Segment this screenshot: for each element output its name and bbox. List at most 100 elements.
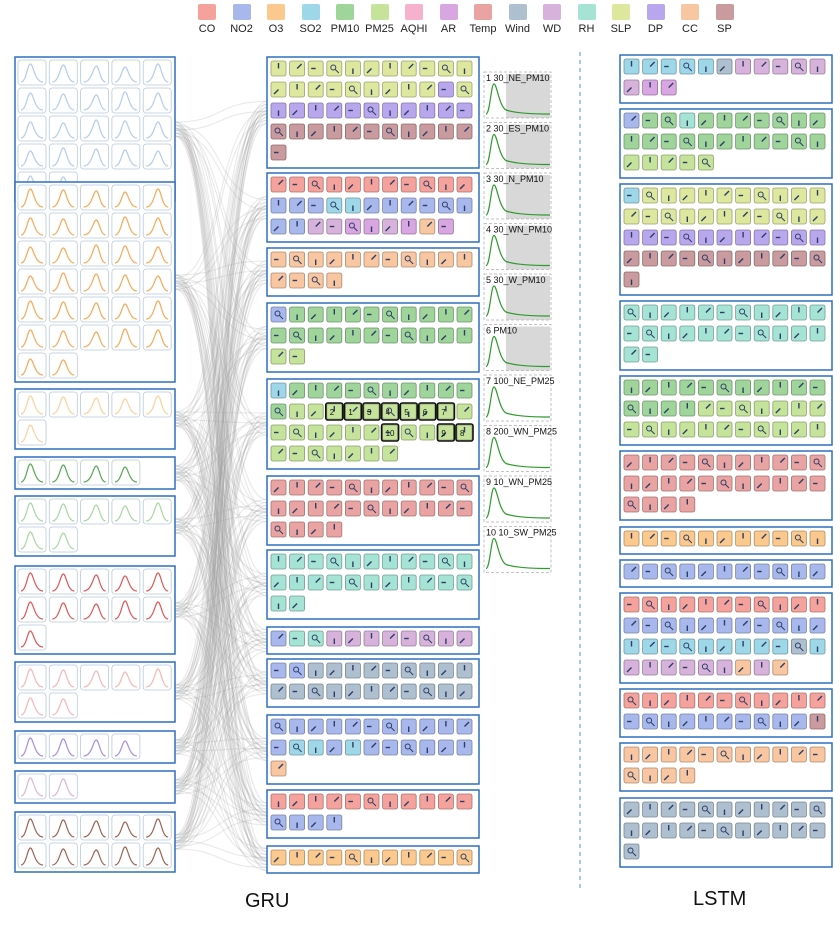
neuron-cell [344,81,361,98]
neuron-glyph [626,462,632,468]
neuron-cell [270,739,287,756]
neuron-square [809,250,826,267]
sparkline-curve [485,537,551,570]
neuron-cell [735,208,751,225]
cluster-link [174,787,268,826]
neuron-cell [772,638,789,655]
neuron-square [344,849,361,866]
neuron-cell [623,379,640,396]
legend-item-co[interactable]: CO [184,4,230,35]
neuron-cell [623,822,640,839]
legend-item-wind[interactable]: Wind [495,4,541,35]
neuron-cell [363,176,380,193]
legend-item-no2[interactable]: NO2 [219,4,265,35]
cluster-link [174,518,268,673]
legend-item-pm25[interactable]: PM25 [357,4,403,35]
legend-item-pm10[interactable]: PM10 [322,4,368,35]
neuron-cell [753,187,770,204]
distribution-cell [142,87,172,114]
neuron-glyph [367,386,374,393]
neuron-cell [307,814,324,831]
neuron-glyph [646,425,653,432]
cluster-link [174,468,268,816]
legend-item-wd[interactable]: WD [529,4,575,35]
neuron-glyph [367,106,374,113]
distribution-curve [114,398,138,415]
neuron-cell [623,454,640,471]
legend-item-aqhi[interactable]: AQHI [391,4,437,35]
neuron-cell [642,692,658,709]
cluster-link [174,746,268,787]
cluster-link [174,338,268,694]
sparkline: 4 30_WN_PM10 [483,223,552,270]
legend-item-rh[interactable]: RH [564,4,610,35]
distribution-cell [142,268,172,295]
neuron-cell [698,692,714,709]
cluster-link [174,112,268,467]
neuron-glyph [315,221,321,227]
neuron-cell [642,58,658,75]
neuron-cell [642,801,658,818]
neuron-cell [326,500,343,517]
neuron-cell [679,421,696,438]
legend-item-slp[interactable]: SLP [598,4,644,35]
cluster-link [174,124,268,637]
distribution-cell [48,814,78,841]
distribution-cell [17,87,47,114]
neuron-glyph [663,700,670,706]
neuron-cell [716,530,733,547]
cluster-link [174,684,268,700]
distribution-cell [17,733,47,760]
legend-item-temp[interactable]: Temp [460,4,506,35]
distribution-curve [83,739,106,757]
neuron-cell [437,327,454,344]
legend-label: CO [198,23,216,35]
neuron-cell [735,58,751,75]
legend-item-ar[interactable]: AR [426,4,472,35]
neuron-glyph [799,238,804,243]
neuron-cell [382,630,399,647]
neuron-glyph [390,315,395,320]
neuron-glyph [292,801,298,807]
lstm-label: LSTM [693,888,747,910]
neuron-glyph [645,483,651,489]
neuron-cell [772,187,789,204]
neuron-cell [679,154,696,171]
legend-item-dp[interactable]: DP [633,4,679,35]
distribution-cell [142,184,172,211]
legend-item-sp[interactable]: SP [702,4,748,35]
neuron-glyph [646,329,653,336]
neuron-cell [344,218,361,235]
legend-item-o3[interactable]: O3 [253,4,299,35]
neuron-glyph [315,852,321,858]
distribution-cell [48,184,78,211]
neuron-cell [642,229,658,246]
distribution-cell [80,115,109,142]
neuron-square [307,176,324,193]
neuron-cell [679,325,696,342]
neuron-glyph [273,857,279,863]
distribution-cluster [14,56,176,202]
neuron-glyph [725,484,730,489]
distribution-cell [80,184,109,211]
distribution-curve [114,328,138,348]
cluster-link [174,591,268,844]
neuron-square [270,123,287,140]
neuron-glyph [798,749,804,755]
neuron-glyph [310,131,317,137]
neuron-cell [326,218,343,235]
distribution-curve [114,821,138,838]
legend-item-cc[interactable]: CC [667,4,713,35]
neuron-square [809,454,826,471]
highlight-neuron: 2 [324,402,344,421]
cluster-link [174,504,268,520]
legend-label: Wind [504,23,531,35]
sparkline-label: 10 10_SW_PM25 [486,528,557,538]
legend-item-so2[interactable]: SO2 [288,4,334,35]
gru-group [266,247,480,297]
legend-label: SP [717,23,732,35]
neuron-cell [307,718,324,735]
neuron-glyph [793,195,800,201]
neuron-glyph [333,796,340,802]
neuron-square [307,272,324,289]
